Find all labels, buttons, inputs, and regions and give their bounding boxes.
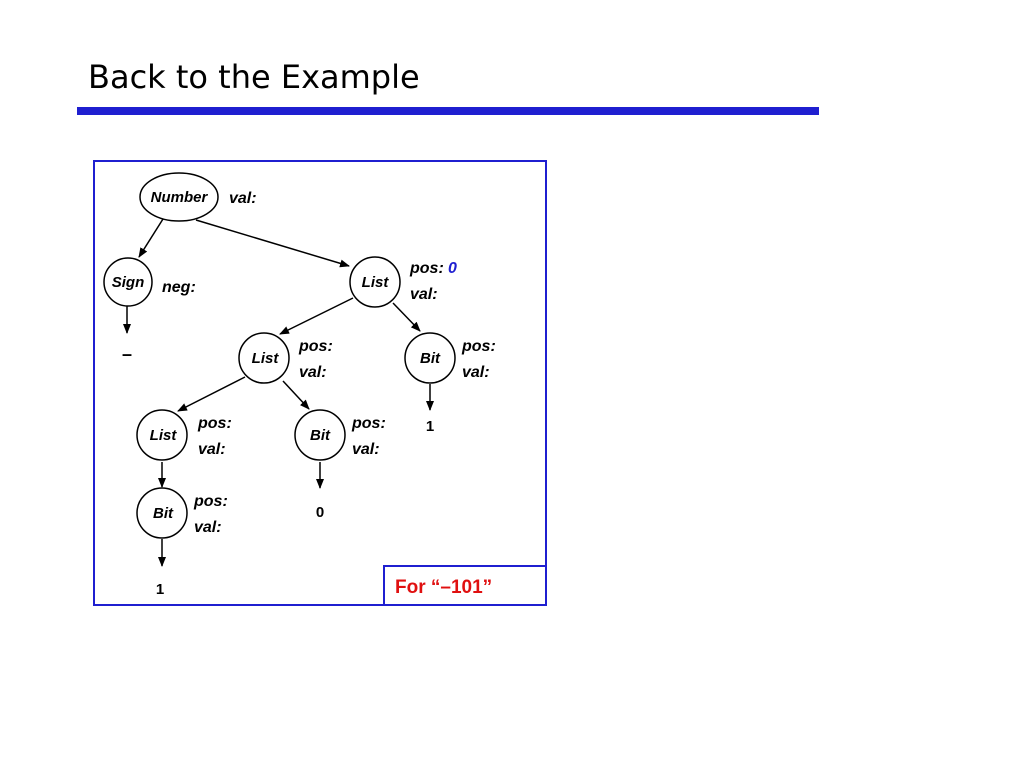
node-bit-right-shape [404,332,456,384]
node-list-mid-shape [238,332,290,384]
node-number-shape [139,172,219,222]
node-bit-low-shape [136,487,188,539]
bit-mid-val-label: val: [352,441,380,458]
node-bit-mid-shape [294,409,346,461]
node-list-low-shape [136,409,188,461]
list-top-pos-value: 0 [448,260,457,277]
caption-box [383,565,547,606]
edge-number-list [195,219,350,268]
node-bit-mid-label: Bit [310,427,331,444]
node-list-top: List pos: 0 val: [349,256,457,308]
edge-number-sign [138,218,164,258]
node-list-low-label: List [150,427,178,444]
node-sign-label: Sign [112,274,145,291]
bit-mid-leaf: 0 [316,504,324,521]
edge-list-list [279,297,354,335]
list-mid-val-label: val: [299,364,327,381]
diagram-frame [93,160,547,606]
bit-right-leaf: 1 [426,418,434,435]
bit-low-pos-label: pos: [193,493,228,510]
node-sign: Sign neg: – [103,257,196,364]
list-low-pos-label: pos: [197,415,232,432]
node-sign-shape [103,257,153,307]
list-mid-pos-label: pos: [298,338,333,355]
node-list-top-shape [349,256,401,308]
node-bit-mid: Bit pos: val: 0 [294,409,386,521]
edge-list-list-low [177,376,246,412]
node-bit-low: Bit pos: val: 1 [136,487,228,598]
node-list-mid-label: List [252,350,280,367]
sign-leaf: – [122,344,132,364]
slide-title: Back to the Example [88,58,420,96]
node-number: Number val: [139,172,257,222]
bit-right-val-label: val: [462,364,490,381]
list-top-pos-label: pos: [409,260,444,277]
list-top-val-label: val: [410,286,438,303]
bit-low-leaf: 1 [156,581,164,598]
node-bit-low-label: Bit [153,505,174,522]
sign-neg-label: neg: [162,279,196,296]
bit-right-pos-label: pos: [461,338,496,355]
node-list-low: List pos: val: [136,409,232,461]
title-rule [77,107,819,115]
list-low-val-label: val: [198,441,226,458]
edge-list-bit [392,302,421,332]
node-list-mid: List pos: val: [238,332,333,384]
bit-low-val-label: val: [194,519,222,536]
node-bit-right: Bit pos: val: 1 [404,332,496,435]
node-list-top-label: List [362,274,390,291]
number-val-label: val: [229,190,257,207]
caption-text: For “–101” [395,577,492,598]
node-number-label: Number [151,189,209,206]
edge-list-bit-mid [282,380,310,410]
node-bit-right-label: Bit [420,350,441,367]
bit-mid-pos-label: pos: [351,415,386,432]
